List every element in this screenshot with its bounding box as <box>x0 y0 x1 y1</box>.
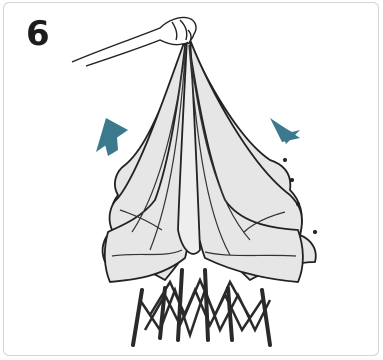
up-right-arrow-icon <box>270 118 300 144</box>
up-left-arrow-icon <box>96 118 128 156</box>
